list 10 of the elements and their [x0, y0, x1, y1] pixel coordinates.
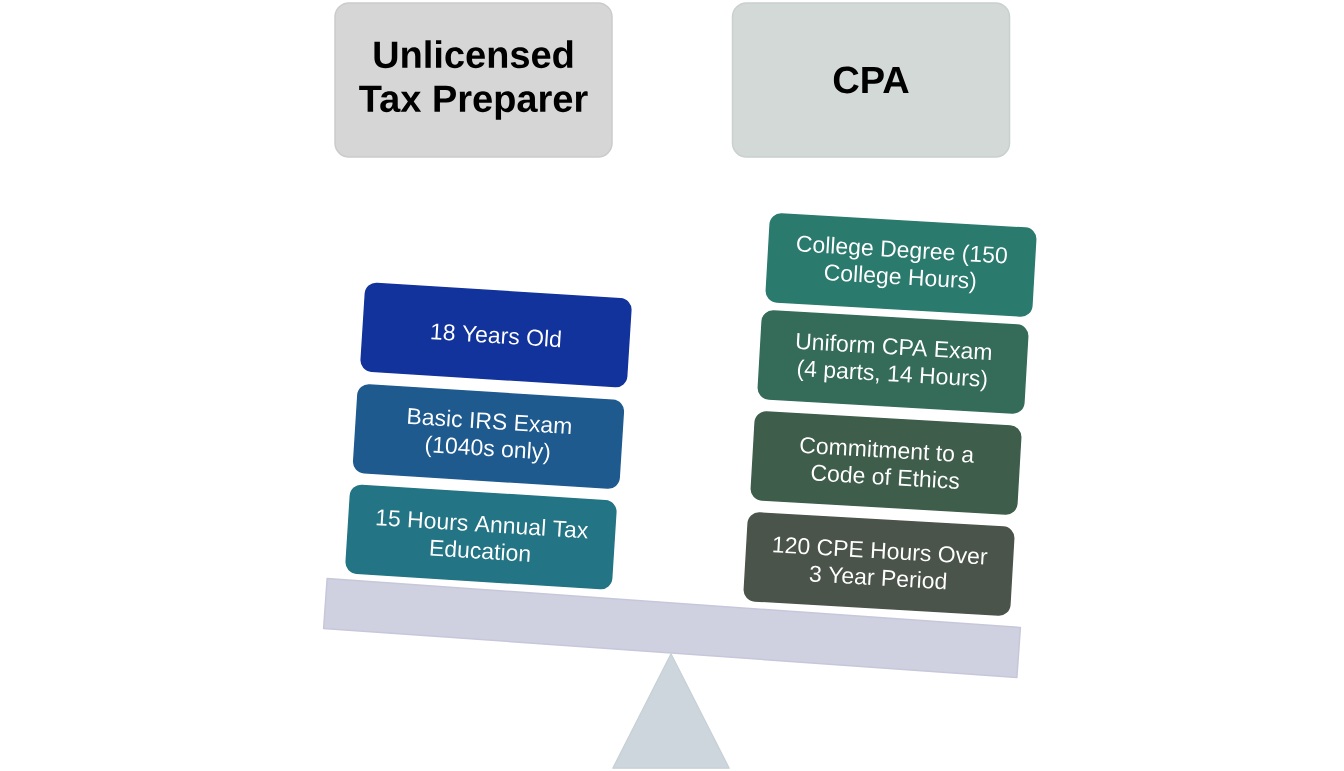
requirement-box: College Degree (150 College Hours) [765, 213, 1037, 317]
requirement-box: Uniform CPA Exam (4 parts, 14 Hours) [757, 310, 1029, 414]
requirement-box: 120 CPE Hours Over 3 Year Period [743, 512, 1015, 616]
fulcrum-triangle [612, 653, 730, 769]
requirement-box: 18 Years Old [360, 282, 632, 388]
category-header-box: CPA [731, 2, 1011, 158]
requirement-box: 15 Hours Annual Tax Education [345, 484, 617, 590]
requirement-box: Commitment to a Code of Ethics [750, 411, 1022, 515]
requirement-box: Basic IRS Exam (1040s only) [352, 384, 625, 489]
category-header-box: Unlicensed Tax Preparer [334, 2, 613, 158]
